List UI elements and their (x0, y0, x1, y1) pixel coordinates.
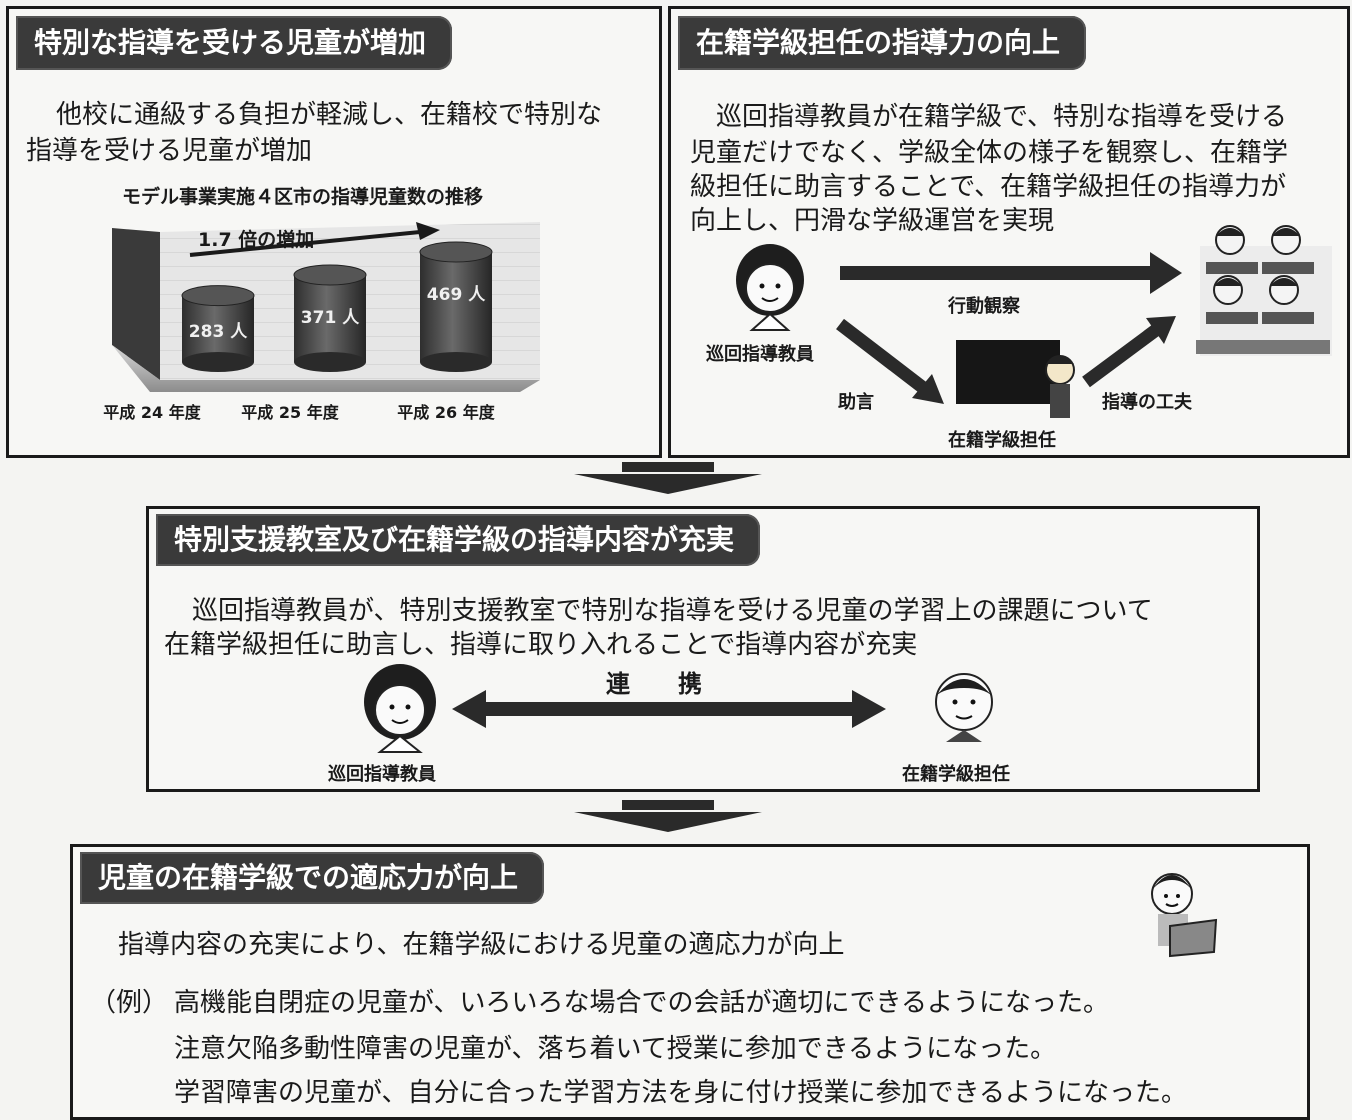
ingenuity-arrow (1082, 316, 1176, 388)
chart-floor (112, 345, 540, 392)
down-arrow-1 (574, 462, 762, 494)
heading-adaptability: 児童の在籍学級での適応力が向上 (80, 852, 545, 904)
bar-value-label: 371 人 (301, 308, 360, 328)
collaboration-diagram (364, 664, 993, 753)
bar-value-label: 283 人 (189, 322, 248, 342)
chart-side-wall (112, 228, 160, 380)
bar-0 (182, 295, 254, 362)
x-tick-label: 平成 24 年度 (103, 403, 201, 422)
label-advice: 助言 (838, 392, 874, 413)
x-tick-label: 平成 25 年度 (241, 403, 339, 422)
heading-student-increase: 特別な指導を受ける児童が増加 (16, 16, 453, 70)
panel2-flow-diagram (736, 225, 1332, 418)
panel3-body-line2: 在籍学級担任に助言し、指導に取り入れることで指導内容が充実 (164, 630, 918, 660)
bar-top-1 (293, 264, 367, 286)
x-tick-label: 平成 26 年度 (397, 403, 495, 422)
student-count-chart: 1.7 倍の増加 283 人 371 人 469 人平成 24 年度 平成 25 年度… (103, 222, 540, 422)
panel3-body-line1: 巡回指導教員が、特別支援教室で特別な指導を受ける児童の学習上の課題について (192, 596, 1153, 626)
example-item: 注意欠陥多動性障害の児童が、落ち着いて授業に参加できるようになった。 (174, 1034, 1057, 1064)
bar-base-0 (182, 352, 254, 372)
label-itinerant-teacher-2: 巡回指導教員 (328, 764, 436, 785)
label-behavior-observation: 行動観察 (948, 296, 1020, 317)
bar-base-2 (420, 352, 492, 372)
increase-arrow-line (189, 230, 421, 257)
panel4-body: 指導内容の充実により、在籍学級における児童の適応力が向上 (118, 930, 845, 960)
advice-arrow (836, 318, 944, 404)
bar-top-0 (181, 285, 255, 307)
collaboration-double-arrow (452, 690, 886, 728)
label-teaching-ingenuity: 指導の工夫 (1102, 392, 1192, 413)
blackboard-illustration (956, 340, 1060, 404)
panel2-body-line1: 巡回指導教員が在籍学級で、特別な指導を受ける (716, 102, 1287, 132)
heading-teacher-ability: 在籍学級担任の指導力の向上 (678, 16, 1087, 70)
reading-child-illustration (1151, 873, 1218, 958)
homeroom-teacher-illustration (1045, 355, 1075, 418)
itinerant-teacher-illustration (736, 244, 804, 331)
panel2-body-line2: 児童だけでなく、学級全体の様子を観察し、在籍学 (690, 138, 1289, 168)
chart-annotation: 1.7 倍の増加 (198, 228, 314, 251)
homeroom-teacher-face-illustration (935, 673, 993, 742)
label-homeroom-teacher: 在籍学級担任 (948, 430, 1056, 451)
label-homeroom-teacher-2: 在籍学級担任 (902, 764, 1010, 785)
panel2-body-line4: 向上し、円滑な学級運営を実現 (690, 206, 1055, 236)
example-item: 高機能自閉症の児童が、いろいろな場合での会話が適切にできるようになった。 (174, 988, 1109, 1018)
itinerant-teacher-face-illustration (364, 664, 436, 753)
down-arrow-2 (574, 800, 762, 832)
bar-value-label: 469 人 (427, 285, 486, 305)
bar-1 (294, 274, 366, 362)
panel2-body-line3: 級担任に助言することで、在籍学級担任の指導力が (690, 172, 1287, 202)
observe-arrow (840, 252, 1182, 294)
panel1-body-line1: 他校に通級する負担が軽減し、在籍校で特別な (56, 100, 603, 130)
panel1-body-line2: 指導を受ける児童が増加 (26, 136, 313, 166)
increase-arrow-head (416, 222, 440, 240)
bar-top-2 (419, 241, 493, 263)
chart-title: モデル事業実施４区市の指導児童数の推移 (122, 186, 484, 208)
heading-instruction-content: 特別支援教室及び在籍学級の指導内容が充実 (156, 514, 761, 566)
collaboration-label: 連 携 (606, 670, 702, 698)
label-itinerant-teacher: 巡回指導教員 (706, 344, 814, 365)
classroom-students-illustration (1196, 225, 1332, 356)
bar-2 (420, 252, 492, 362)
bar-base-1 (294, 352, 366, 372)
example-prefix: （例） (90, 988, 169, 1018)
example-item: 学習障害の児童が、自分に合った学習方法を身に付け授業に参加できるようになった。 (174, 1078, 1187, 1108)
